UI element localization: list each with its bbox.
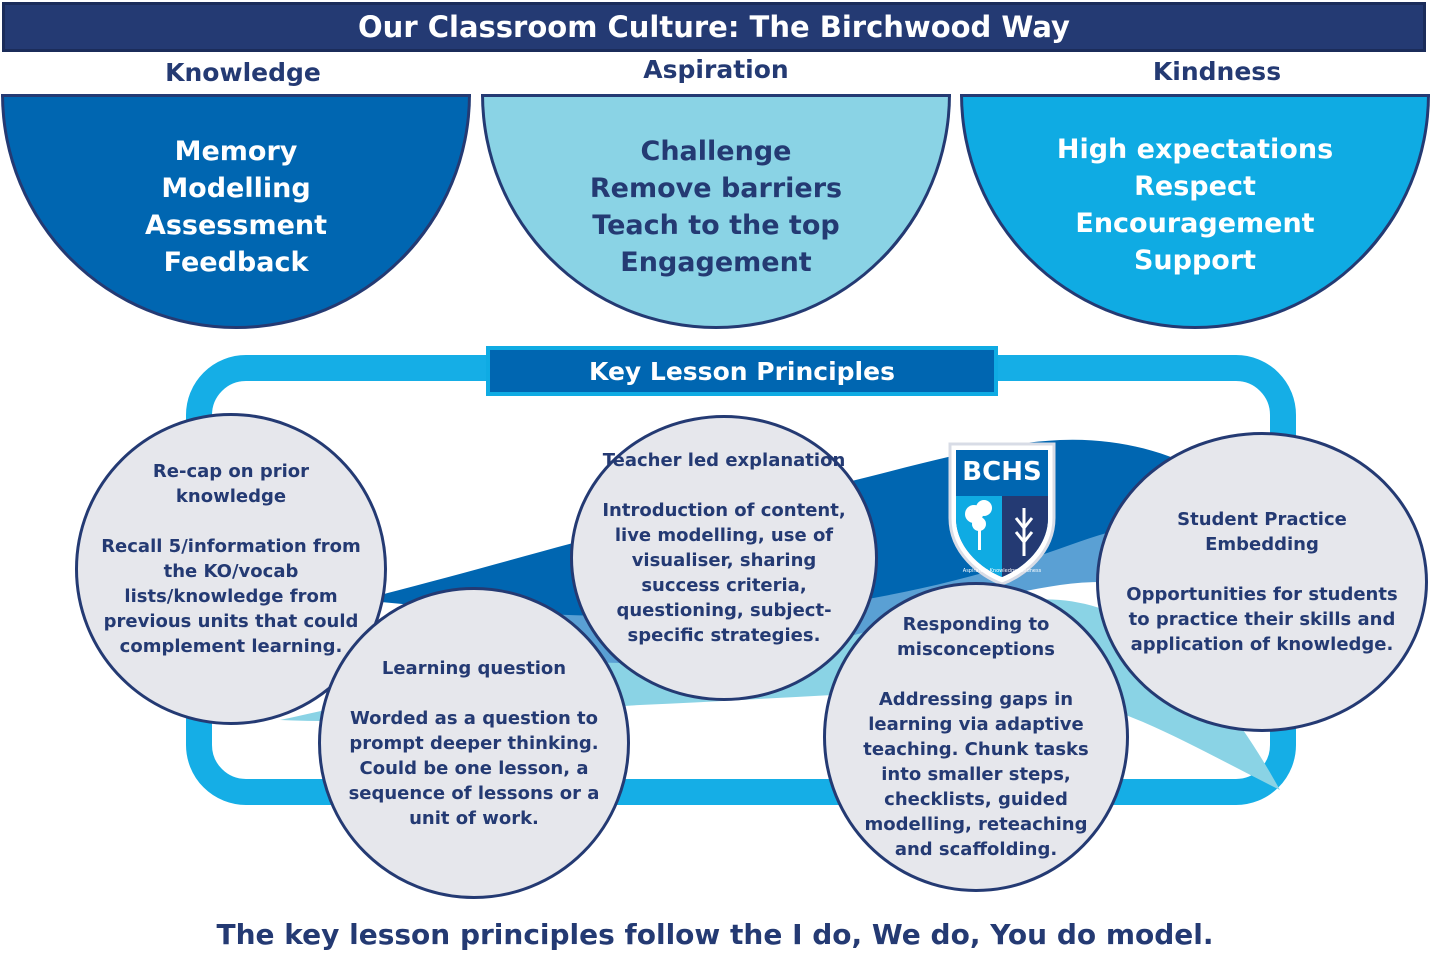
principle-body: Addressing gaps in learning via adaptive… — [863, 689, 1089, 860]
principles-title: Key Lesson Principles — [486, 346, 998, 396]
value-item: Engagement — [620, 247, 812, 278]
principle-body: Opportunities for students to practice t… — [1126, 584, 1398, 655]
knowledge-bowl: Memory Modelling Assessment Feedback — [1, 94, 471, 329]
value-heading-aspiration: Aspiration — [643, 55, 789, 84]
principle-student-practice: Student Practice Embedding Opportunities… — [1096, 432, 1428, 732]
value-item: Teach to the top — [592, 210, 840, 241]
value-item: High expectations — [1056, 134, 1334, 165]
principle-misconceptions: Responding to misconceptions Addressing … — [823, 582, 1129, 892]
crest-letters: BCHS — [962, 457, 1041, 487]
principle-heading: Re-cap on prior knowledge — [152, 461, 310, 507]
principle-teacher-led: Teacher led explanation Introduction of … — [570, 415, 878, 701]
value-item: Feedback — [163, 247, 309, 278]
bchs-crest-icon: BCHS Aspiration Knowledge Kindness — [948, 442, 1056, 586]
value-item: Remove barriers — [589, 173, 843, 204]
principle-heading: Student Practice Embedding — [1177, 509, 1347, 555]
crest-motto: Aspiration Knowledge Kindness — [963, 568, 1042, 574]
value-item: Encouragement — [1075, 208, 1315, 239]
value-item: Memory — [174, 136, 298, 167]
principle-body: Recall 5/information from the KO/vocab l… — [101, 536, 361, 657]
value-item: Challenge — [640, 136, 792, 167]
value-item: Respect — [1134, 171, 1256, 202]
value-item: Support — [1133, 245, 1257, 276]
principle-heading: Teacher led explanation — [602, 450, 846, 471]
principle-heading: Responding to misconceptions — [897, 614, 1055, 660]
principle-body: Introduction of content, live modelling,… — [602, 500, 846, 646]
value-item: Modelling — [161, 173, 311, 204]
footer-text: The key lesson principles follow the I d… — [216, 918, 1214, 951]
value-item: Assessment — [144, 210, 328, 241]
principle-body: Worded as a question to prompt deeper th… — [348, 707, 600, 829]
value-heading-kindness: Kindness — [1152, 57, 1282, 86]
principle-heading: Learning question — [381, 657, 567, 679]
principle-learning-question: Learning question Worded as a question t… — [318, 587, 630, 899]
value-heading-knowledge: Knowledge — [165, 58, 321, 87]
page-title: Our Classroom Culture: The Birchwood Way — [2, 2, 1426, 52]
